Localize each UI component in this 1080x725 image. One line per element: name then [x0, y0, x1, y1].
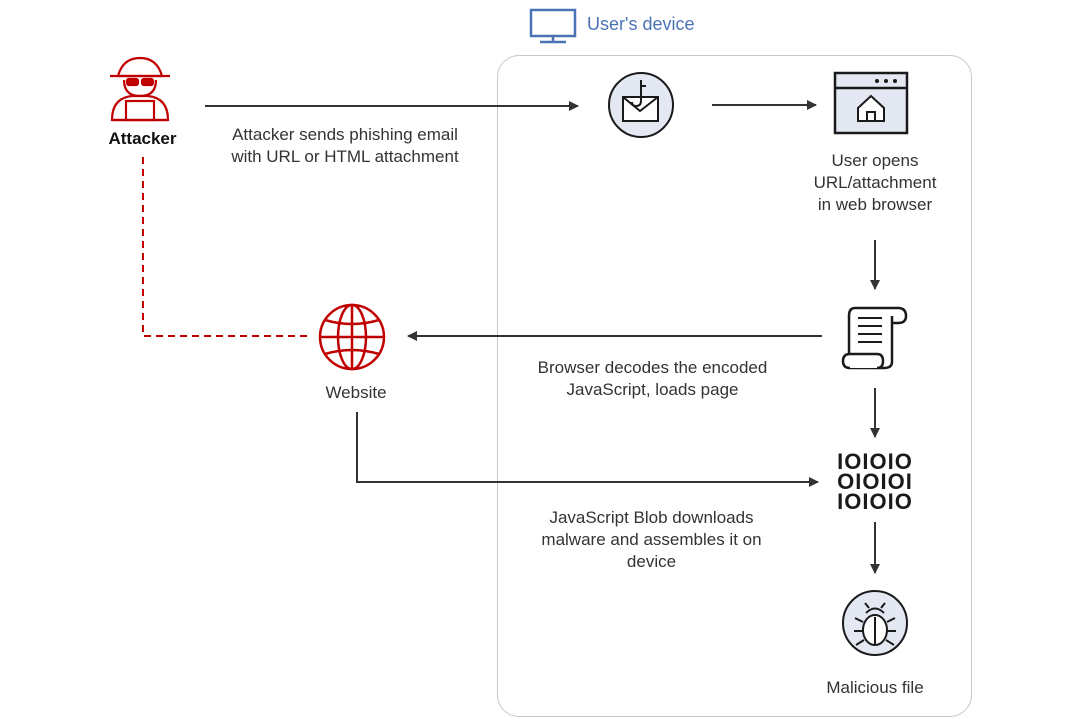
dashed-link-attacker-website [142, 157, 310, 337]
phishing-email-icon [608, 72, 674, 138]
browser-step-label: User opens URL/attachment in web browser [790, 150, 960, 216]
arrow-website-to-binary [356, 412, 819, 487]
phishing-step-line: Attacker sends phishing email [232, 125, 458, 144]
monitor-icon [529, 8, 577, 44]
device-title: User's device [587, 14, 695, 34]
blob-step-line: malware and assembles it on [541, 530, 762, 549]
decode-step-line: Browser decodes the encoded [537, 358, 768, 377]
phishing-step-line: with URL or HTML attachment [231, 147, 459, 166]
binary-line: OIOIOI [837, 469, 913, 494]
browser-step-line: URL/attachment [813, 173, 937, 192]
website-label: Website [325, 383, 387, 402]
binary-icon: IOIOIO OIOIOI IOIOIO [837, 449, 913, 514]
blob-step-line: JavaScript Blob downloads [549, 508, 754, 527]
decode-step-line: JavaScript, loads page [566, 380, 739, 399]
globe-icon [318, 303, 386, 371]
binary-line: IOIOIO [837, 489, 913, 514]
decode-step-label: Browser decodes the encoded JavaScript, … [505, 357, 800, 401]
browser-step-line: User opens [831, 151, 919, 170]
bug-icon [842, 590, 908, 656]
malicious-file-label: Malicious file [826, 678, 924, 697]
script-scroll-icon [841, 306, 908, 370]
binary-line: IOIOIO [837, 449, 913, 474]
hacker-icon [110, 56, 170, 122]
browser-step-line: in web browser [817, 195, 933, 214]
user-device-boundary [497, 55, 972, 717]
blob-step-line: device [626, 552, 677, 571]
attacker-label: Attacker [108, 129, 177, 148]
phishing-step-label: Attacker sends phishing email with URL o… [200, 124, 490, 168]
browser-window-icon [833, 71, 909, 135]
blob-step-label: JavaScript Blob downloads malware and as… [510, 507, 793, 573]
